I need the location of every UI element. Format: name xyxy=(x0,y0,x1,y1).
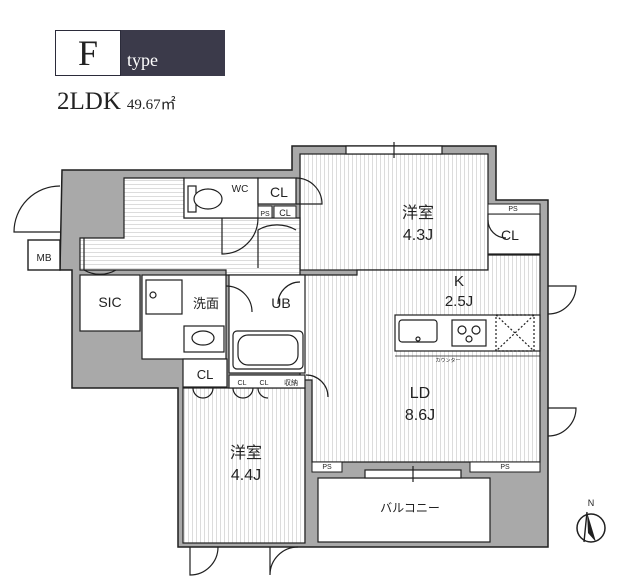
floor-areas xyxy=(27,153,541,544)
balcony-label: バルコニー xyxy=(380,501,440,515)
bedroom-north-size: 4.3J xyxy=(403,227,433,244)
closet-door-icon xyxy=(295,177,323,205)
ps-box-north xyxy=(487,203,541,215)
bathtub-outer-icon xyxy=(232,330,304,370)
storage-strip xyxy=(228,374,306,389)
shoe-closet-door-icon xyxy=(83,238,117,275)
cl-small-wc xyxy=(273,205,297,219)
doors xyxy=(13,177,577,576)
ld-size: 8.6J xyxy=(405,407,435,424)
burner-icon xyxy=(457,325,467,335)
cl-label-south: CL xyxy=(197,367,214,382)
cl-small-label-1: CL xyxy=(238,380,247,387)
bathtub-inner-icon xyxy=(237,334,299,366)
washer-drain-icon xyxy=(149,291,157,299)
washbasin-counter-icon xyxy=(183,325,225,353)
bedroom-south-name: 洋室 xyxy=(230,444,262,462)
bedroom-north-name: 洋室 xyxy=(402,204,434,222)
closet-south-floor xyxy=(182,358,228,388)
closet-north-door-icon xyxy=(487,219,507,239)
type-word: type xyxy=(127,50,158,70)
wc-label: WC xyxy=(232,184,249,195)
windows xyxy=(345,142,462,482)
wc-door-icon xyxy=(221,217,259,255)
ps-label-bottom-left: PS xyxy=(322,464,332,471)
cl-small-label-wc: CL xyxy=(279,208,291,218)
washroom-label: 洗面 xyxy=(193,296,219,311)
window-east-icon xyxy=(547,407,577,437)
ldk-floor xyxy=(299,254,541,463)
type-header: F type xyxy=(55,30,225,76)
washbasin-bowl-icon xyxy=(191,330,215,346)
closet-wc-floor xyxy=(257,177,297,205)
stove-icon xyxy=(451,319,487,347)
ldk-door-icon xyxy=(305,374,329,398)
compass-arrow-icon xyxy=(587,512,596,542)
cl-label-north: CL xyxy=(501,227,519,243)
closet-south-door-icon xyxy=(192,387,214,399)
kitchen-name: K xyxy=(454,273,464,290)
cl-label-wc: CL xyxy=(270,184,288,200)
closet-north-floor xyxy=(487,213,541,255)
sic-label: SIC xyxy=(98,294,121,310)
type-band xyxy=(121,30,225,76)
compass-north-label: N xyxy=(588,498,595,508)
counter-label: カウンター xyxy=(435,357,460,364)
bedroom-south-floor xyxy=(182,387,306,544)
faucet-icon xyxy=(415,336,421,342)
bedroom-south-size: 4.4J xyxy=(231,467,261,484)
sink-icon xyxy=(398,319,438,343)
fixtures xyxy=(145,185,541,370)
kitchen-size: 2.5J xyxy=(445,293,473,310)
burner-icon xyxy=(471,325,481,335)
layout-name: 2LDK xyxy=(57,88,121,115)
toilet-bowl-icon xyxy=(193,188,223,210)
ps-label-north: PS xyxy=(508,206,518,213)
sic-floor xyxy=(79,274,141,332)
room-labels: 洋室 4.3J K 2.5J LD 8.6J 洋室 4.4J バルコニー WC … xyxy=(37,184,520,515)
fridge-space-icon xyxy=(495,314,535,352)
type-letter: F xyxy=(55,30,121,76)
compass: N xyxy=(576,498,606,543)
burner-icon xyxy=(465,335,473,343)
ps-label-bottom-right: PS xyxy=(500,464,510,471)
balcony-floor xyxy=(317,477,491,543)
washroom-door-icon xyxy=(225,285,253,313)
storage-label: 収納 xyxy=(284,378,298,387)
ld-name: LD xyxy=(410,385,430,402)
window-east-icon xyxy=(547,285,577,315)
ub-label: UB xyxy=(271,295,290,311)
ps-label-wc: PS xyxy=(260,211,270,218)
layout-title: 2LDK 49.67㎡ xyxy=(57,88,176,116)
mb-label: MB xyxy=(37,253,52,264)
ub-door-icon xyxy=(277,281,301,305)
balcony-door-icon xyxy=(189,546,219,576)
ps-box-bottom-left xyxy=(311,461,343,473)
entrance-door-icon xyxy=(13,185,61,233)
ps-box-wc xyxy=(257,205,273,219)
washing-machine-icon xyxy=(145,279,183,315)
balcony-door-icon xyxy=(269,546,299,576)
layout-area: 49.67㎡ xyxy=(126,97,176,113)
ps-box-bottom-right xyxy=(469,461,541,473)
bedroom-north-floor xyxy=(299,153,489,271)
mb-box xyxy=(27,239,61,271)
hall-door-icon xyxy=(257,224,297,268)
cl-small-label-2: CL xyxy=(260,380,269,387)
closet-south-door-icon xyxy=(232,387,269,399)
